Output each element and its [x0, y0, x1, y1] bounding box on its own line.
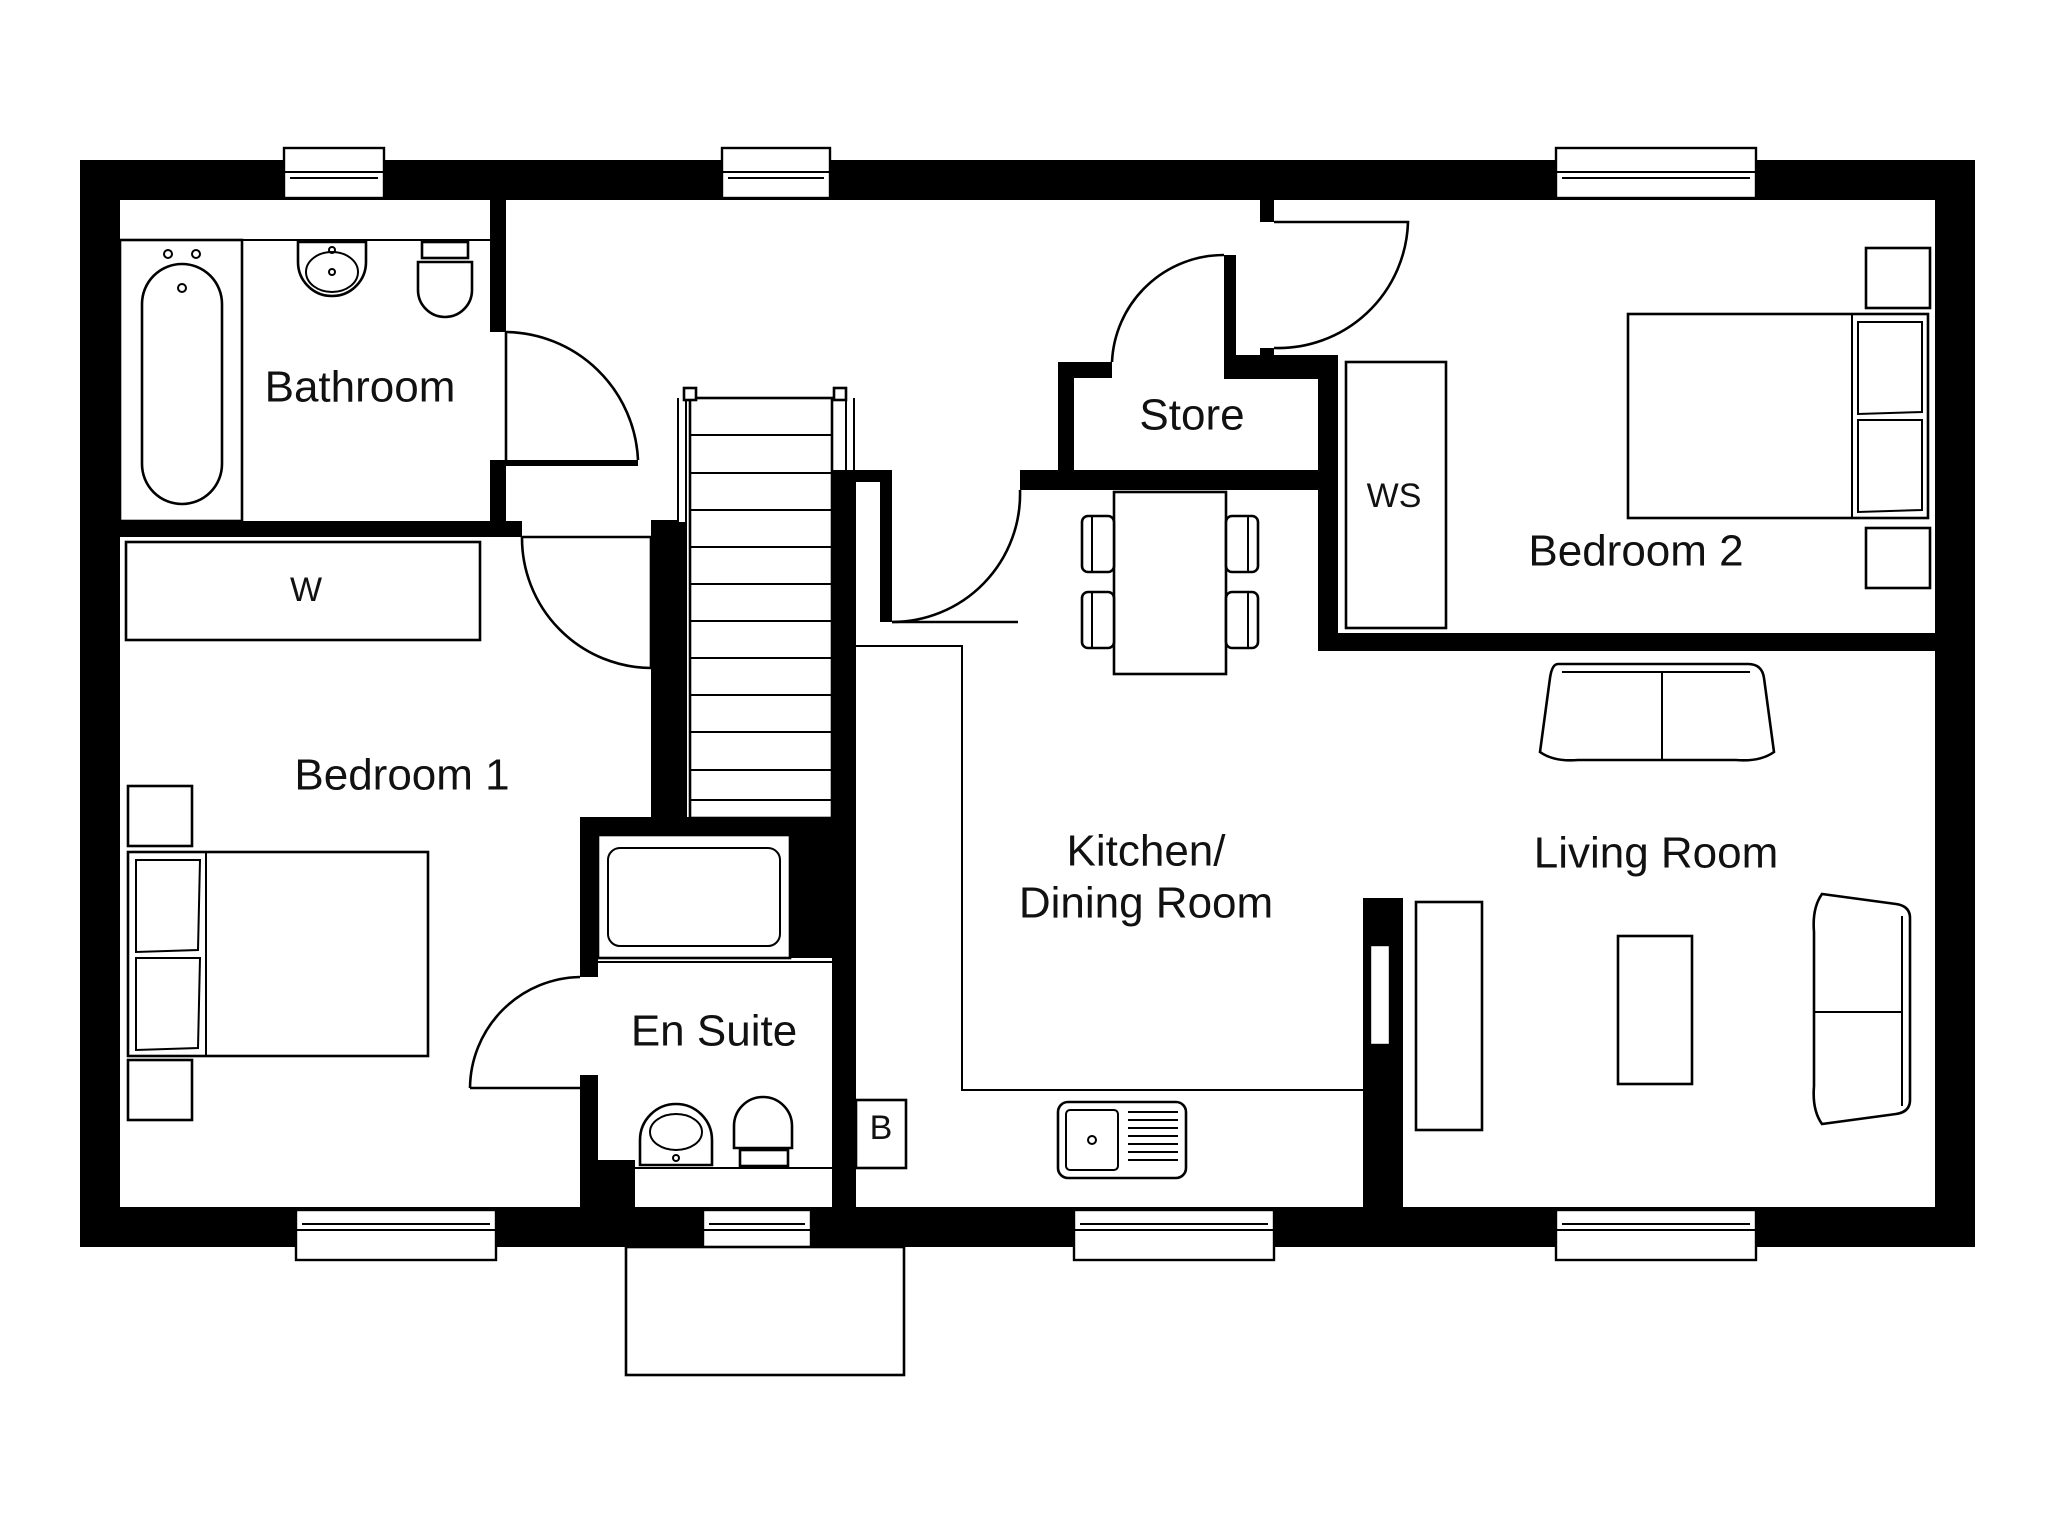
wardrobe: [124, 540, 482, 642]
windows: [282, 146, 1758, 1262]
bedroom1-furniture: [124, 540, 482, 1122]
bedside-table-bottom: [1864, 526, 1932, 590]
doors: [468, 220, 1410, 1090]
label-store: Store: [1139, 391, 1244, 440]
window-bottom-bedroom1: [294, 1208, 498, 1262]
entrance-porch: [624, 1245, 906, 1377]
staircase: [677, 386, 855, 820]
kitchen-fixtures: [854, 490, 1363, 1180]
label-kitchen-line1: Kitchen/: [1067, 827, 1227, 876]
label-walk-in-storage: WS: [1367, 477, 1422, 515]
walk-in-storage: [1344, 360, 1448, 630]
ensuite-toilet: [732, 1095, 794, 1168]
living-room-furniture: [1414, 662, 1912, 1132]
label-bathroom: Bathroom: [265, 363, 456, 412]
kitchen-sink: [1056, 1100, 1188, 1180]
door-store: [1110, 253, 1225, 363]
label-en-suite: En Suite: [631, 1007, 797, 1056]
dining-table: [1080, 490, 1260, 676]
bedside-table-upper: [126, 784, 194, 848]
door-kitchen: [891, 489, 1022, 624]
label-living-room: Living Room: [1534, 829, 1779, 878]
window-bottom-kitchen: [1072, 1208, 1276, 1262]
living-wall-vent: [1368, 943, 1392, 1047]
basin: [296, 240, 368, 298]
double-bed-2: [1626, 312, 1930, 520]
window-top-bedroom2: [1554, 146, 1758, 200]
sofa-top: [1538, 662, 1776, 762]
toilet: [416, 240, 474, 319]
label-kitchen-line2: Dining Room: [1019, 879, 1273, 928]
label-bedroom1: Bedroom 1: [294, 751, 509, 800]
window-top-hall: [720, 146, 832, 200]
coffee-table: [1616, 934, 1694, 1086]
bedside-table-lower: [126, 1058, 194, 1122]
window-bottom-living: [1554, 1208, 1758, 1262]
sofa-right: [1812, 892, 1912, 1126]
bedside-table-top: [1864, 246, 1932, 310]
ensuite-fixtures: [596, 833, 832, 1169]
interior-walls: [120, 200, 1935, 1212]
room-labels: Bathroom Store Bedroom 2 Bedroom 1 Kitch…: [265, 363, 1779, 1147]
door-ensuite: [468, 975, 581, 1090]
bathroom-fixtures: [118, 238, 490, 523]
door-bedroom2: [1273, 220, 1410, 350]
boiler-box: [854, 1098, 908, 1170]
shower-tray: [596, 833, 792, 960]
tv-unit: [1414, 900, 1484, 1132]
label-bedroom2: Bedroom 2: [1528, 527, 1743, 576]
window-top-bathroom: [282, 146, 386, 200]
door-bedroom1: [520, 535, 653, 670]
bedroom2-furniture: [1344, 246, 1932, 630]
double-bed: [126, 850, 430, 1058]
ensuite-basin: [638, 1102, 714, 1167]
label-wardrobe: W: [290, 571, 322, 609]
label-boiler: B: [870, 1109, 893, 1147]
bathtub: [140, 262, 224, 506]
door-bathroom: [504, 330, 640, 461]
